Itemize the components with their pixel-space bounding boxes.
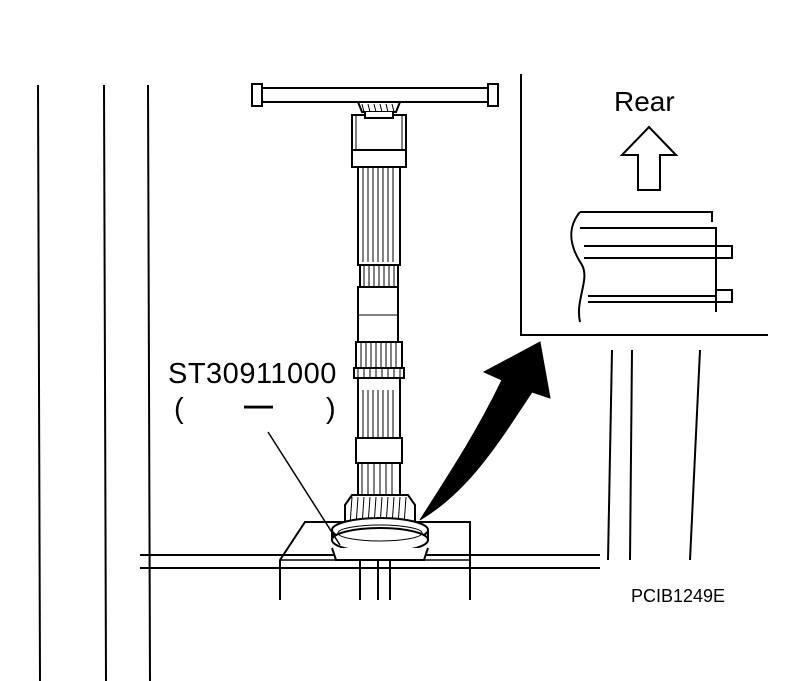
tool-name-label: — — [244, 390, 273, 422]
puller-tool — [251, 83, 499, 119]
inset-frame — [520, 74, 768, 336]
rear-arrow-icon — [619, 125, 679, 191]
housing-wall-lines-right — [607, 349, 701, 561]
mainshaft — [331, 114, 429, 561]
tool-number-label: ST30911000 — [168, 358, 337, 390]
tool-name-paren-close: ) — [326, 393, 336, 425]
figure-code: PCIB1249E — [631, 586, 726, 606]
inset-detail — [570, 211, 733, 323]
leader-line — [267, 431, 341, 546]
housing-wall-lines — [37, 84, 600, 681]
direction-label: Rear — [614, 86, 675, 117]
callout-arrow-icon — [419, 341, 551, 521]
tool-name-paren-open: ( — [174, 393, 184, 425]
